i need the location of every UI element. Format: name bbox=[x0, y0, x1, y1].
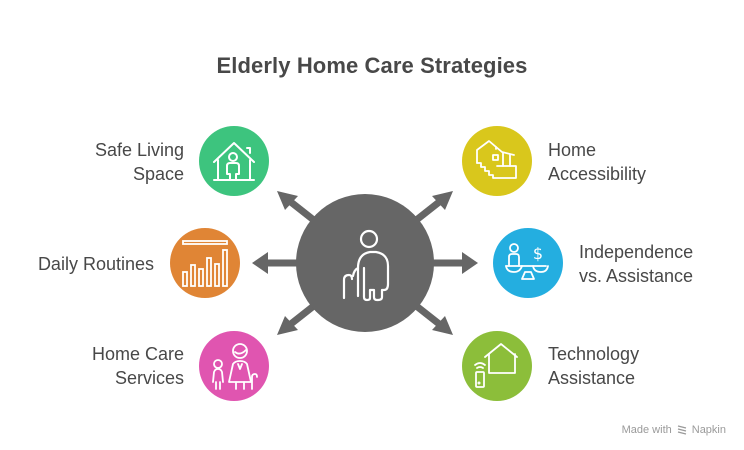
label-line: Assistance bbox=[548, 368, 636, 388]
node-daily-routines bbox=[170, 228, 240, 298]
label-line: Services bbox=[114, 368, 184, 388]
label-line: Space bbox=[132, 164, 184, 184]
house-person-icon bbox=[213, 142, 255, 181]
label-line: Independence bbox=[579, 242, 694, 262]
label-line: vs. Assistance bbox=[579, 266, 694, 286]
house-stairs-icon bbox=[476, 140, 517, 179]
label-line: Safe Living bbox=[94, 140, 184, 160]
label-home-accessibility: Home Accessibility bbox=[548, 138, 646, 186]
label-line: Technology bbox=[548, 344, 640, 364]
elderly-person-with-cane-icon bbox=[342, 229, 390, 302]
label-technology-assistance: Technology Assistance bbox=[548, 342, 639, 390]
made-with-text: Made with bbox=[621, 424, 672, 436]
node-home-care-services bbox=[199, 331, 269, 401]
label-home-care-services: Home Care Services bbox=[92, 342, 184, 390]
node-home-accessibility bbox=[462, 126, 532, 196]
napkin-brand-text: Napkin bbox=[691, 424, 726, 436]
node-technology-assistance bbox=[462, 331, 532, 401]
label-line: Accessibility bbox=[548, 164, 647, 184]
label-line: Home bbox=[548, 140, 597, 160]
made-with-napkin-badge[interactable]: Made with Napkin bbox=[622, 424, 726, 436]
napkin-logo-icon bbox=[677, 425, 686, 435]
node-safe-living-space bbox=[199, 126, 269, 196]
node-independence-vs-assistance: $ bbox=[493, 228, 563, 298]
arrow-heads bbox=[252, 191, 478, 335]
label-independence-vs-assistance: Independence vs. Assistance bbox=[579, 240, 693, 288]
label-daily-routines: Daily Routines bbox=[38, 252, 154, 276]
smart-home-remote-icon bbox=[474, 343, 518, 388]
label-line: Daily Routines bbox=[37, 254, 154, 274]
svg-text:$: $ bbox=[533, 244, 543, 263]
center-hub bbox=[296, 194, 434, 332]
caregiver-child-icon bbox=[212, 343, 258, 390]
bar-chart-icon bbox=[182, 240, 228, 287]
diagram-title: Elderly Home Care Strategies bbox=[216, 53, 528, 78]
label-line: Home Care bbox=[91, 344, 184, 364]
balance-scale-icon: $ bbox=[505, 243, 549, 280]
label-safe-living-space: Safe Living Space bbox=[95, 138, 184, 186]
